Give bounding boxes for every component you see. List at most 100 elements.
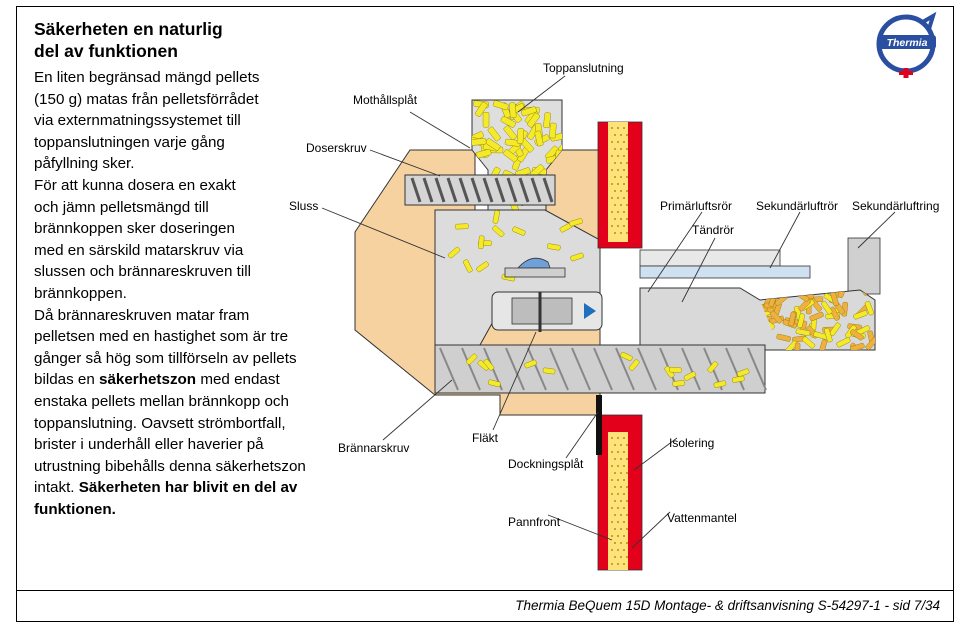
screw-flight (410, 177, 422, 203)
fan-arrow-icon (584, 303, 596, 319)
text-fragment: intakt. (34, 479, 79, 497)
secondary-air-ring (847, 237, 881, 295)
pellet (770, 310, 783, 324)
insulation-dot (614, 218, 616, 220)
insulation-dot (614, 542, 616, 544)
paragraph-3: Då brännareskruven matar fram pelletsen … (34, 305, 334, 521)
insulation-dot (623, 197, 625, 199)
insulation-dot (623, 169, 625, 171)
pellet (776, 333, 791, 342)
insulation-dot (620, 458, 622, 460)
pellet (669, 366, 682, 373)
text-line: och jämn pelletsmängd till (34, 198, 209, 216)
insulation-dot (626, 148, 628, 150)
insulation-dot (623, 479, 625, 481)
pellet (547, 243, 561, 251)
pellet (534, 130, 544, 147)
page-title: Säkerheten en naturlig del av funktionen (34, 18, 334, 62)
body-text: En liten begränsad mängd pellets (150 g)… (34, 67, 334, 520)
text-line: med en särskild matarskruv via (34, 241, 244, 259)
insulation-dot (611, 549, 613, 551)
insulation-dot (614, 162, 616, 164)
insulation-dot (611, 155, 613, 157)
pellet (503, 149, 518, 163)
pellet (853, 310, 868, 320)
screw-flight (461, 347, 481, 391)
label-flakt: Fläkt (472, 431, 499, 445)
insulation-dot (614, 134, 616, 136)
insulation-dot (623, 155, 625, 157)
insulation-dot (620, 514, 622, 516)
insulation-dot (623, 563, 625, 565)
text-line: brännkoppen sker doseringen (34, 220, 235, 238)
footer-separator (16, 590, 954, 591)
pellet (524, 359, 537, 369)
pellet (773, 290, 787, 298)
pellet (492, 225, 505, 238)
pellet (527, 112, 541, 128)
insulation-dot (617, 197, 619, 199)
insulation-dot (626, 232, 628, 234)
pellet (485, 138, 501, 151)
insulation-dot (611, 451, 613, 453)
screw-flight (446, 177, 458, 203)
pellet (503, 125, 517, 141)
text-line: En liten begränsad mängd pellets (34, 69, 260, 86)
pellet (472, 138, 487, 146)
insulation-upper (608, 122, 628, 242)
text-line: (150 g) matas från pelletsförrådet (34, 90, 259, 108)
fan-core (511, 297, 573, 325)
screw-flight (530, 177, 542, 203)
screw-flight (470, 177, 482, 203)
text-line: påfyllning sker. (34, 155, 135, 173)
insulation-dot (614, 528, 616, 530)
insulation-dot (614, 486, 616, 488)
insulation-dot (617, 141, 619, 143)
screw-flight (571, 347, 591, 391)
insulation-dot (620, 148, 622, 150)
logo-text: Thermia (887, 37, 928, 49)
text-line: bildas en säkerhetszon med endast (34, 369, 334, 391)
pellet (794, 342, 801, 350)
screw-flight (434, 177, 446, 203)
pellet (570, 252, 584, 262)
screw-flight (527, 347, 547, 391)
insulation-dot (617, 465, 619, 467)
screw-flight (506, 177, 518, 203)
insulation-dot (617, 127, 619, 129)
insulation-dot (614, 176, 616, 178)
screw-flight (593, 347, 613, 391)
insulation-dot (623, 549, 625, 551)
screw-flight (725, 347, 745, 391)
ignition-tube (639, 265, 811, 279)
text-line: brister i underhåll eller haverier på (34, 436, 264, 454)
label-doserskruv: Doserskruv (306, 141, 367, 155)
screw-flight (439, 347, 459, 391)
insulation-dot (620, 190, 622, 192)
pellet (475, 101, 488, 117)
text-line: toppanslutningen varje gång (34, 133, 225, 151)
insulation-dot (626, 218, 628, 220)
insulation-dot (611, 211, 613, 213)
label-toppanslutning: Toppanslutning (543, 61, 624, 75)
insulation-dot (614, 556, 616, 558)
insulation-dot (626, 528, 628, 530)
insulation-dot (620, 444, 622, 446)
screw-flight (518, 177, 530, 203)
screw-flight (549, 347, 569, 391)
screw-flight (482, 177, 494, 203)
insulation-dot (617, 437, 619, 439)
insulation-dot (626, 556, 628, 558)
insulation-dot (623, 127, 625, 129)
insulation-dot (614, 232, 616, 234)
pellet (788, 311, 797, 327)
screw-flight (637, 347, 657, 391)
insulation-lower (608, 432, 628, 570)
insulation-dot (611, 437, 613, 439)
insulation-dot (620, 232, 622, 234)
pellet (797, 313, 806, 328)
pellet (809, 311, 824, 322)
pellet (798, 298, 811, 312)
insulation-dot (626, 542, 628, 544)
